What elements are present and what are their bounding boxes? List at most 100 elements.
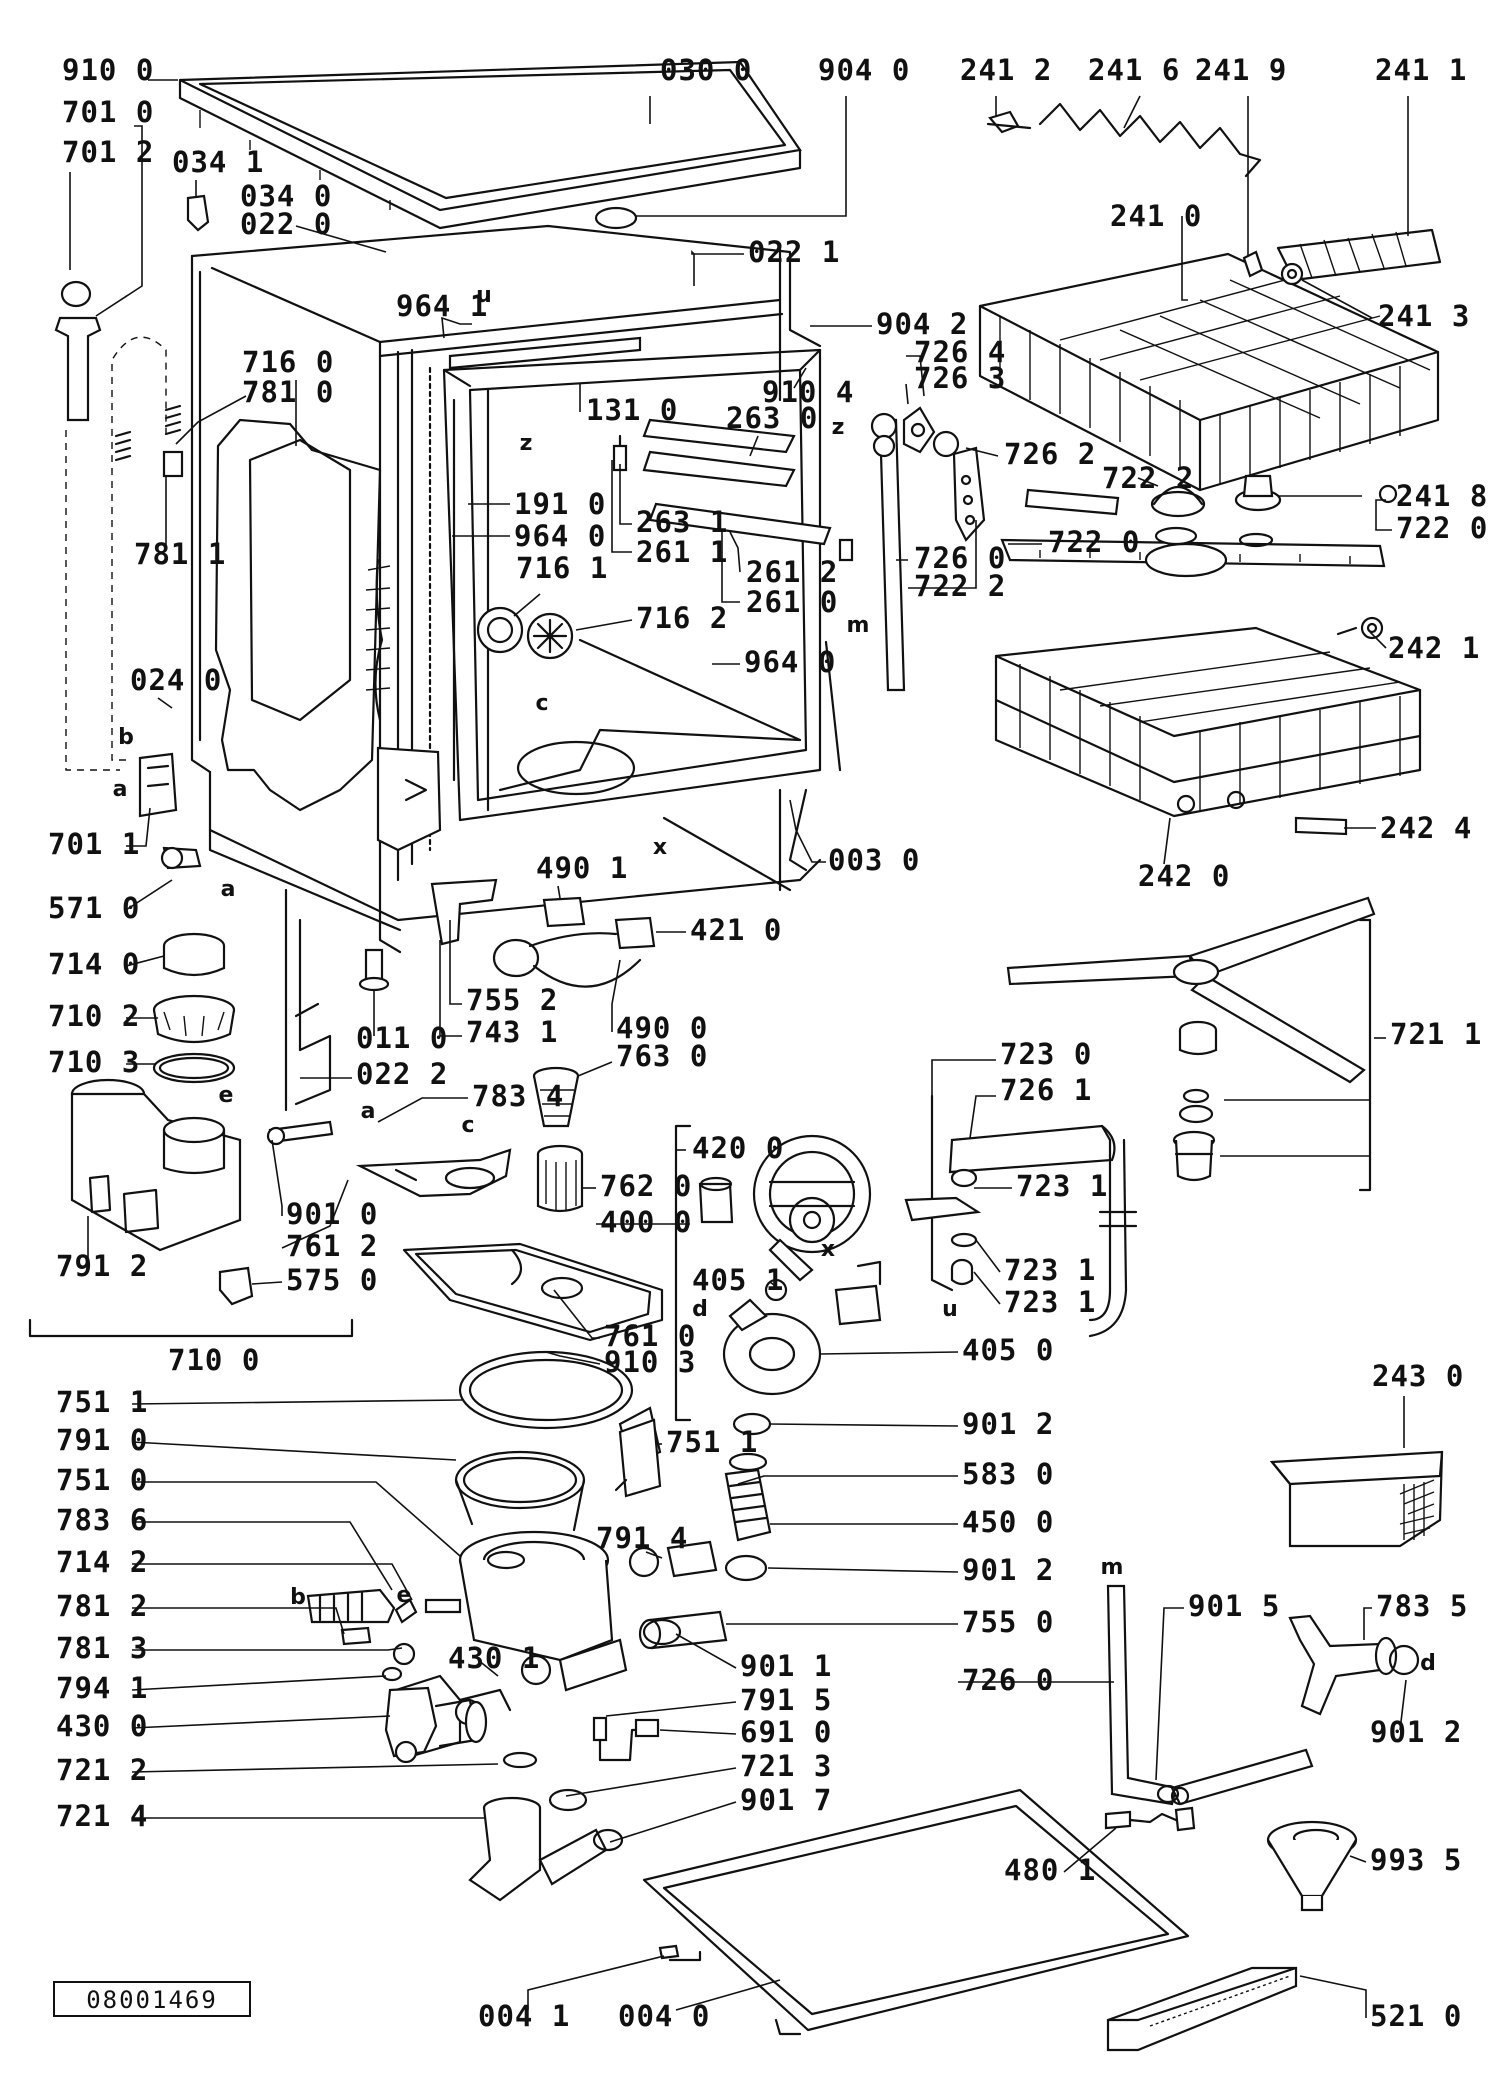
- drawing-id-box: 08001469: [53, 1981, 251, 2017]
- motor-capacitor: [698, 1176, 734, 1224]
- part-label: 131 0: [586, 393, 678, 427]
- part-label: 022 2: [356, 1057, 448, 1091]
- drain-valve: [384, 1686, 488, 1764]
- spray-tube-coupling: [904, 1168, 982, 1222]
- drain-hose-connector: [468, 1751, 608, 1902]
- spray-arm-tube: [1024, 488, 1120, 516]
- part-label: 241 1: [1375, 53, 1467, 87]
- part-label: 191 0: [514, 487, 606, 521]
- overflow-tube: [614, 1418, 662, 1498]
- connection-letter: z: [520, 431, 533, 456]
- part-label: 751 1: [666, 1425, 758, 1459]
- part-label: 261 2: [746, 555, 838, 589]
- part-label: 964 0: [514, 519, 606, 553]
- part-label: 993 5: [1370, 1843, 1462, 1877]
- part-label: 490 0: [616, 1011, 708, 1045]
- drain-hose-elbow: [1288, 1614, 1420, 1716]
- part-label: 261 1: [636, 535, 728, 569]
- part-label: 714 0: [48, 947, 140, 981]
- side-wall-insulation: [214, 418, 382, 812]
- part-label: 716 0: [242, 345, 334, 379]
- connection-letter: e: [219, 1083, 234, 1108]
- heater-coil: [365, 558, 391, 722]
- part-label: 783 6: [56, 1503, 148, 1537]
- part-label: 003 0: [828, 843, 920, 877]
- connection-letter: b: [290, 1585, 306, 1610]
- part-label: 722 2: [914, 569, 1006, 603]
- part-label: 721 1: [1390, 1017, 1482, 1051]
- part-label: 751 0: [56, 1463, 148, 1497]
- part-label: 910 4: [762, 375, 854, 409]
- inlet-tube-dashed: [65, 336, 167, 771]
- part-label: 716 1: [516, 551, 608, 585]
- micro-filter: [536, 1144, 584, 1213]
- part-label: 034 1: [172, 145, 264, 179]
- part-label: 721 2: [56, 1753, 148, 1787]
- connection-letter: a: [361, 1099, 376, 1124]
- level-sensor: [628, 1540, 718, 1578]
- part-label: 721 3: [740, 1749, 832, 1783]
- filter-plate: [355, 1148, 512, 1198]
- part-label: 022 1: [748, 235, 840, 269]
- leg-foot: [358, 948, 390, 992]
- thermo-sensor: [834, 1260, 882, 1326]
- part-label: 710 2: [48, 999, 140, 1033]
- salt-container-bracket: [28, 1318, 354, 1338]
- pump-seal: [764, 1278, 788, 1302]
- part-label: 430 1: [448, 1641, 540, 1675]
- part-label: 901 2: [962, 1553, 1054, 1587]
- part-label: 901 5: [1188, 1589, 1280, 1623]
- part-label: 726 2: [1004, 437, 1096, 471]
- part-label: 762 0: [600, 1169, 692, 1203]
- connection-letter: m: [847, 613, 870, 638]
- air-break-springs: [114, 404, 184, 478]
- lower-basket-clip: [1294, 816, 1348, 836]
- salt-container-gasket: [152, 1052, 236, 1084]
- part-label: 901 0: [286, 1197, 378, 1231]
- connection-letter: b: [118, 725, 134, 750]
- worktop-top-panel: [178, 60, 802, 230]
- regeneration-valve: [218, 1266, 254, 1306]
- part-label: 791 2: [56, 1249, 148, 1283]
- air-chamber: [430, 878, 498, 946]
- part-label: 034 0: [240, 179, 332, 213]
- lower-basket: [994, 626, 1422, 818]
- rinse-connector: [476, 606, 524, 654]
- front-plinth-bracket: [284, 888, 332, 1112]
- sump-gasket: [454, 1450, 586, 1532]
- spray-arm-bracket: [1358, 918, 1372, 1192]
- softener-connector: [138, 752, 178, 818]
- part-label: 701 2: [62, 135, 154, 169]
- connection-letter: u: [476, 283, 492, 308]
- part-label: 004 0: [618, 1999, 710, 2033]
- coarse-filter: [532, 1066, 580, 1128]
- part-label: 716 2: [636, 601, 728, 635]
- part-label: 726 0: [962, 1663, 1054, 1697]
- part-label: 901 2: [1370, 1715, 1462, 1749]
- part-label: 714 2: [56, 1545, 148, 1579]
- part-label: 761 2: [286, 1229, 378, 1263]
- door-gasket: [824, 640, 842, 772]
- part-label: 421 0: [690, 913, 782, 947]
- salt-funnel: [1266, 1820, 1358, 1912]
- part-label: 241 2: [960, 53, 1052, 87]
- part-label: 242 4: [1380, 811, 1472, 845]
- connection-letter: c: [535, 691, 548, 716]
- heater-tube: [724, 1452, 772, 1542]
- part-label: 241 3: [1378, 299, 1470, 333]
- part-label: 763 0: [616, 1039, 708, 1073]
- tine-rack: [1038, 102, 1262, 178]
- drawing-id: 08001469: [86, 1986, 218, 2014]
- spray-arm-nut: [1234, 474, 1282, 548]
- part-label: 794 1: [56, 1671, 148, 1705]
- part-label: 722 2: [1102, 461, 1194, 495]
- upper-basket-guide: [612, 418, 796, 488]
- basket-stop: [1378, 484, 1398, 504]
- inlet-valve-stem: [54, 280, 102, 422]
- part-label: 243 0: [1372, 1359, 1464, 1393]
- hinge-bracket: [376, 746, 442, 852]
- part-label: 011 0: [356, 1021, 448, 1055]
- pump-housing: [722, 1298, 822, 1396]
